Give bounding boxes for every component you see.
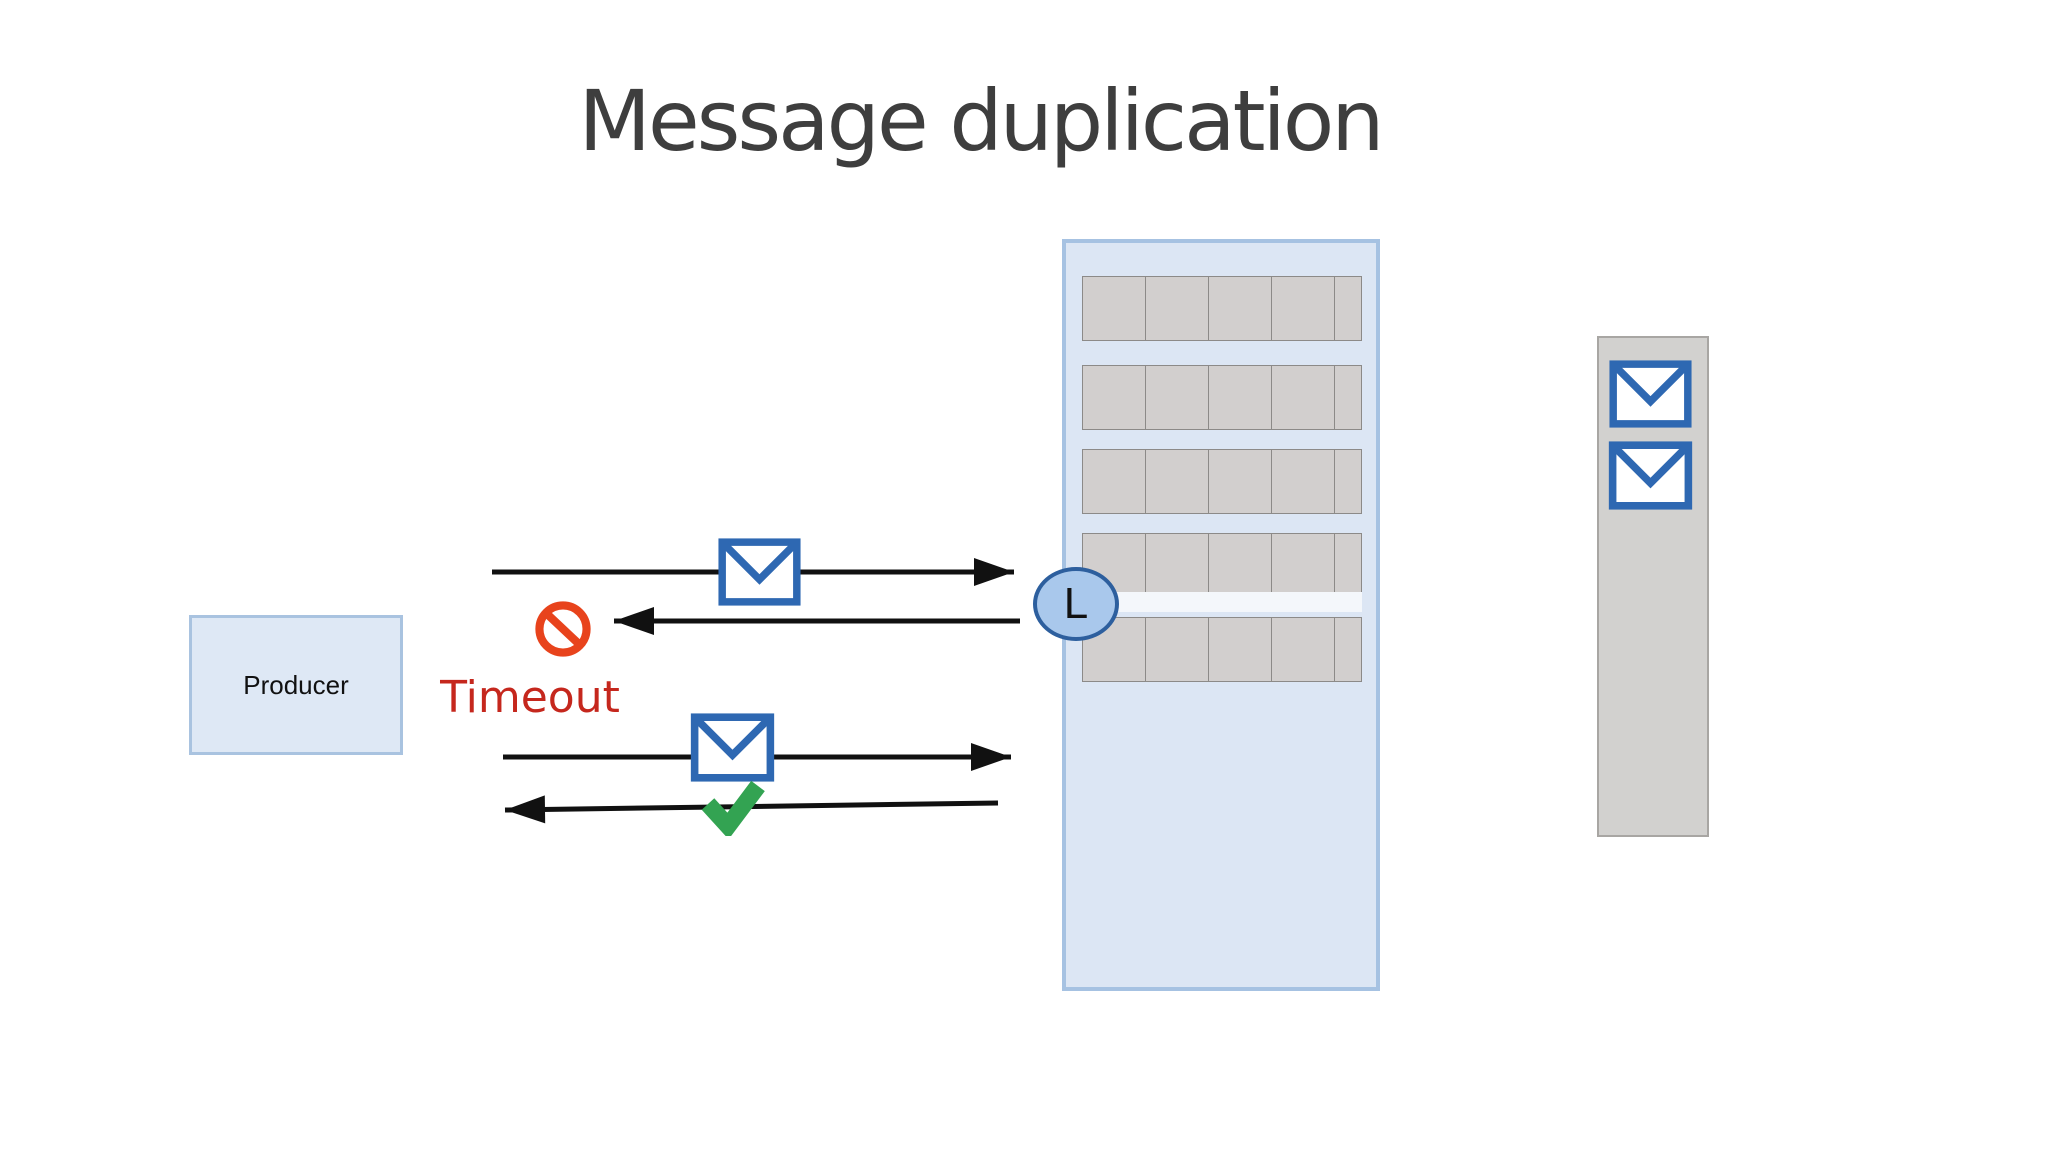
- log-row: [1082, 617, 1362, 682]
- log-cell: [1208, 449, 1272, 514]
- log-row: [1082, 533, 1362, 598]
- log-cell: [1334, 617, 1362, 682]
- producer-label: Producer: [243, 669, 349, 700]
- leader-badge: L: [1033, 567, 1119, 641]
- log-cell: [1145, 365, 1209, 430]
- log-cell: [1145, 449, 1209, 514]
- log-row: [1082, 365, 1362, 430]
- envelope-icon: [1608, 360, 1693, 428]
- envelope-icon: [1608, 441, 1693, 510]
- check-icon: [700, 778, 766, 840]
- log-row: [1082, 449, 1362, 514]
- envelope-icon: [717, 538, 802, 606]
- log-cell: [1271, 617, 1335, 682]
- log-row: [1082, 276, 1362, 341]
- producer-box: Producer: [189, 615, 403, 755]
- leader-label: L: [1063, 579, 1089, 628]
- log-cell: [1271, 276, 1335, 341]
- log-cell: [1271, 365, 1335, 430]
- page-title: Message duplication: [578, 72, 1385, 170]
- log-cell: [1145, 617, 1209, 682]
- log-cell: [1208, 276, 1272, 341]
- log-cell: [1271, 449, 1335, 514]
- log-cell: [1334, 365, 1362, 430]
- broker-log: [1082, 276, 1362, 701]
- log-cell: [1208, 617, 1272, 682]
- envelope-icon: [689, 713, 776, 782]
- log-cell: [1334, 533, 1362, 598]
- log-cell: [1082, 276, 1146, 341]
- leader-row-band: [1076, 592, 1362, 612]
- log-cell: [1145, 276, 1209, 341]
- log-cell: [1334, 276, 1362, 341]
- timeout-label: Timeout: [440, 672, 620, 723]
- prohibited-icon: [534, 600, 592, 658]
- log-cell: [1082, 365, 1146, 430]
- log-cell: [1208, 365, 1272, 430]
- log-cell: [1082, 449, 1146, 514]
- log-cell: [1334, 449, 1362, 514]
